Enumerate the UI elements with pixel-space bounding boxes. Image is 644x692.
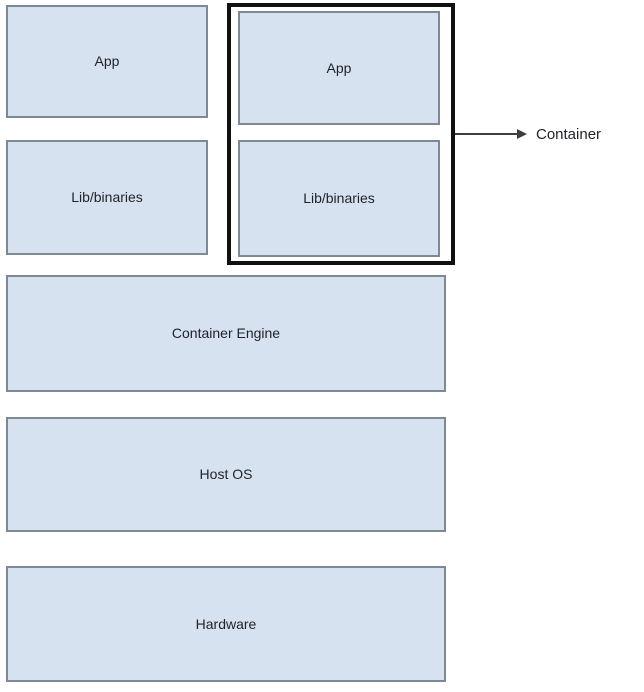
lib-binaries-box-left: Lib/binaries [6, 140, 208, 255]
container-callout-label: Container [536, 125, 602, 143]
layer-hardware-label: Hardware [195, 615, 257, 632]
layer-container-engine-label: Container Engine [171, 325, 281, 342]
layer-box-host-os: Host OS [6, 417, 446, 532]
layer-box-container-engine: Container Engine [6, 275, 446, 392]
arrow-right-icon [517, 129, 527, 139]
app-box-left-label: App [94, 53, 120, 70]
app-box-left: App [6, 5, 208, 118]
app-box-in-container: App [238, 11, 440, 125]
container-outline: App Lib/binaries [227, 3, 455, 265]
layer-box-hardware: Hardware [6, 566, 446, 682]
layer-host-os-label: Host OS [199, 466, 253, 483]
arrow-line [455, 133, 518, 135]
app-box-in-container-label: App [326, 59, 352, 76]
lib-binaries-box-in-container-label: Lib/binaries [303, 190, 375, 207]
lib-binaries-box-left-label: Lib/binaries [71, 189, 143, 206]
lib-binaries-box-in-container: Lib/binaries [238, 140, 440, 257]
